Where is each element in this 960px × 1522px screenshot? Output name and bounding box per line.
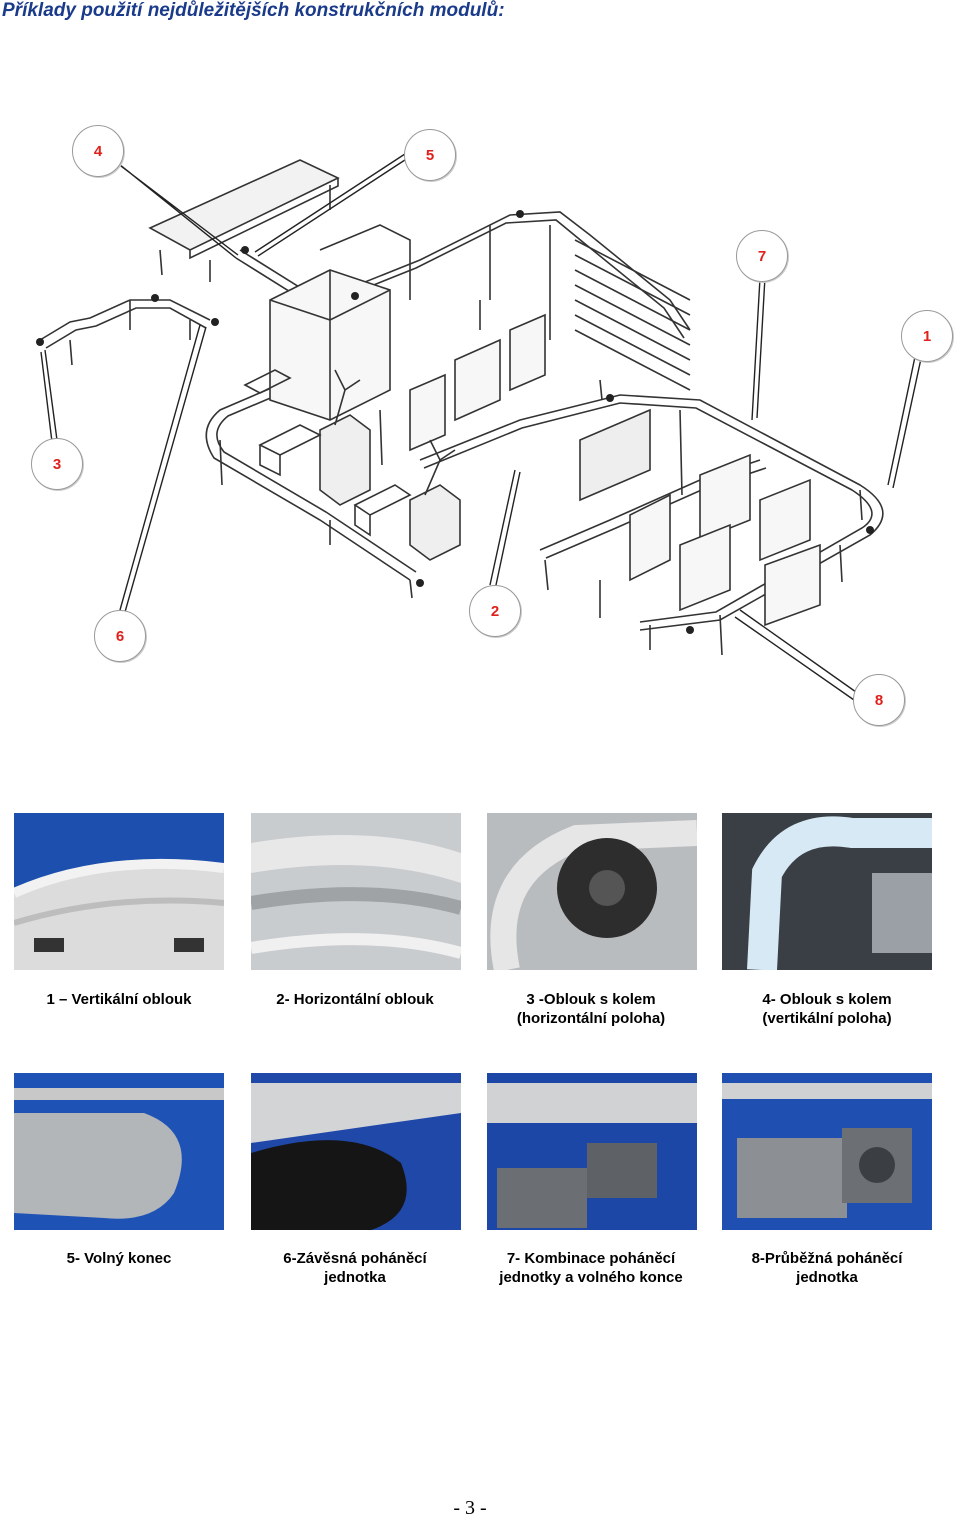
photo-free-end (14, 1073, 224, 1230)
photo-drive-unit-free-end (487, 1073, 697, 1230)
callout-3: 3 (31, 438, 83, 490)
conveyor-drawing (36, 151, 923, 701)
callout-6: 6 (94, 610, 146, 662)
caption-1: 1 – Vertikální oblouk (46, 991, 192, 1008)
caption-5: 5- Volný konec (66, 1250, 172, 1267)
callout-2: 2 (469, 585, 521, 637)
photo-vertical-bend (14, 813, 224, 970)
photo-wheel-bend-horizontal (487, 813, 697, 970)
callout-5: 5 (404, 129, 456, 181)
callout-1: 1 (901, 310, 953, 362)
callout-4: 4 (72, 125, 124, 177)
photo-suspended-drive-unit (251, 1073, 461, 1230)
photo-through-drive-unit (722, 1073, 932, 1230)
caption-3: 3 -Oblouk s kolem(horizontální poloha) (516, 991, 666, 1027)
conveyor-layout-diagram: 4 5 7 1 3 2 6 8 (0, 90, 960, 750)
caption-2: 2- Horizontální oblouk (276, 991, 434, 1008)
page-number: - 3 - (453, 1497, 487, 1519)
caption-4: 4- Oblouk s kolem(vertikální poloha) (762, 991, 892, 1027)
page-heading: Příklady použití nejdůležitějších konstr… (2, 0, 505, 21)
callout-8: 8 (853, 674, 905, 726)
photo-horizontal-bend (251, 813, 461, 970)
photo-wheel-bend-vertical (722, 813, 932, 970)
callout-7: 7 (736, 230, 788, 282)
